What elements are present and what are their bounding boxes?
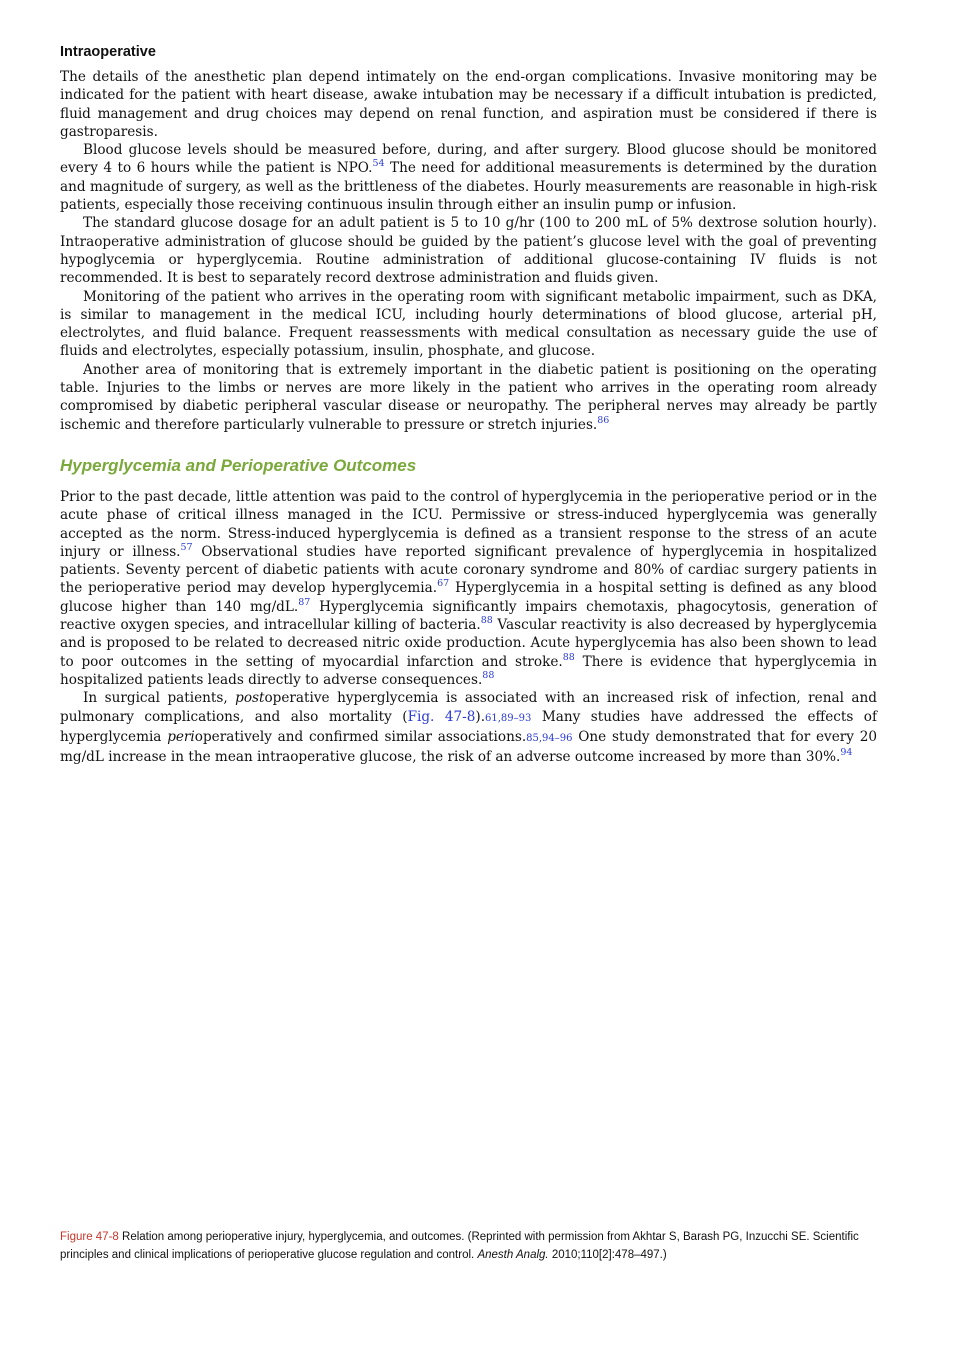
paragraph: Another area of monitoring that is extre… bbox=[60, 361, 877, 434]
paragraph-text: operatively and confirmed similar associ… bbox=[194, 728, 527, 745]
reference-link[interactable]: 67 bbox=[437, 578, 450, 590]
subsection-heading: Hyperglycemia and Perioperative Outcomes bbox=[60, 455, 417, 475]
paragraph-text: Observational studies have reported sign… bbox=[60, 543, 877, 597]
paragraph-text: In surgical patients, bbox=[83, 690, 236, 707]
reference-link[interactable]: 57 bbox=[180, 541, 193, 553]
reference-link[interactable]: 94 bbox=[840, 747, 853, 759]
reference-link[interactable]: 61,89–93 bbox=[485, 712, 532, 724]
paragraph: In surgical patients, postoperative hype… bbox=[60, 689, 877, 766]
figure-link[interactable]: Fig. 47-8 bbox=[407, 708, 476, 725]
reference-link[interactable]: 54 bbox=[372, 158, 385, 170]
emphasis-text: peri bbox=[167, 728, 195, 745]
paragraph-text: Another area of monitoring that is extre… bbox=[60, 361, 877, 433]
paragraph-text: The need for additional measurements is … bbox=[60, 160, 877, 214]
emphasis-text: post bbox=[235, 690, 265, 707]
document-page: Intraoperative The details of the anesth… bbox=[60, 44, 877, 766]
paragraph-text: Blood glucose levels should be measured … bbox=[60, 142, 877, 177]
figure-caption: Figure 47-8 Relation among perioperative… bbox=[60, 1229, 877, 1264]
paragraph-text: The details of the anesthetic plan depen… bbox=[60, 69, 877, 140]
paragraph: The details of the anesthetic plan depen… bbox=[60, 68, 877, 141]
paragraph: The standard glucose dosage for an adult… bbox=[60, 214, 877, 287]
paragraph: Monitoring of the patient who arrives in… bbox=[60, 288, 877, 361]
paragraph: Blood glucose levels should be measured … bbox=[60, 141, 877, 214]
paragraph-text: One study demonstrated that for every 20… bbox=[60, 728, 878, 766]
caption-text: 2010;110[2]:478–497.) bbox=[548, 1248, 667, 1261]
figure-label: Figure 47-8 bbox=[60, 1231, 119, 1243]
reference-link[interactable]: 85,94–96 bbox=[526, 732, 573, 744]
reference-link[interactable]: 88 bbox=[562, 651, 575, 663]
paragraph: Prior to the past decade, little attenti… bbox=[60, 488, 877, 689]
caption-text: Relation among perioperative injury, hyp… bbox=[60, 1231, 859, 1261]
paragraph-text: Many studies have addressed the effects … bbox=[60, 708, 877, 745]
section-heading: Intraoperative bbox=[60, 44, 156, 60]
paragraph-text: Hyperglycemia significantly impairs chem… bbox=[60, 598, 877, 634]
reference-link[interactable]: 88 bbox=[482, 669, 495, 681]
reference-link[interactable]: 87 bbox=[298, 596, 311, 608]
reference-link[interactable]: 86 bbox=[597, 414, 610, 426]
paragraph-text: ). bbox=[475, 708, 486, 725]
paragraph-text: There is evidence that hyperglycemia in … bbox=[60, 653, 877, 688]
journal-name: Anesth Analg. bbox=[477, 1248, 549, 1261]
paragraph-text: Vascular reactivity is also decreased by… bbox=[60, 617, 877, 670]
paragraph-text: Hyperglycemia in a hospital setting is d… bbox=[60, 580, 878, 615]
reference-link[interactable]: 88 bbox=[480, 615, 493, 627]
paragraph-text: The standard glucose dosage for an adult… bbox=[60, 215, 877, 287]
paragraph-text: operative hyperglycemia is associated wi… bbox=[60, 690, 877, 725]
paragraph-text: Prior to the past decade, little attenti… bbox=[60, 488, 877, 560]
paragraph-text: Monitoring of the patient who arrives in… bbox=[60, 288, 877, 360]
